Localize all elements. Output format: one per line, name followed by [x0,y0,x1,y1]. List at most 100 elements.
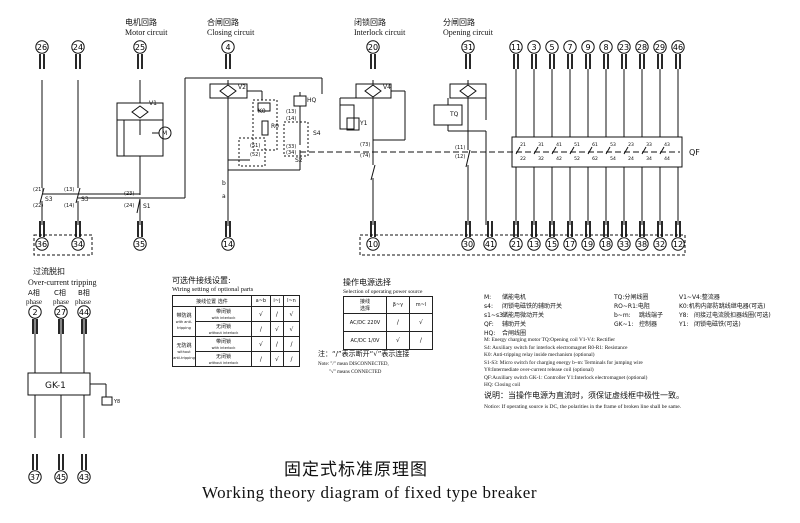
wire-code: (14) [286,116,296,122]
terminal-number: 23 [619,43,629,52]
interlock-circuit-title-cn: 闭锁回路 [354,17,386,27]
power-mark: √ [386,331,410,350]
terminal-number: 29 [655,43,665,52]
terminal-pin: 25 [133,40,147,69]
wire-code: (12) [455,154,465,160]
legend-cn-cell: Y8: [679,312,689,319]
wire-code: (22) [33,203,43,209]
motor-circuit-title-en: Motor circuit [125,28,168,37]
qf-switch-blade [605,146,611,155]
terminal-number: 32 [655,240,665,249]
wiring-mark: / [250,321,271,337]
qf-contact-bottom: 62 [592,156,598,162]
legend-cn-cell: RO~R1:电阻 [614,303,650,310]
terminal-number: 27 [56,308,66,317]
qf-switch-blade [623,146,629,155]
qf-contact-bottom: 52 [574,156,580,162]
power-mark: / [386,313,410,332]
note-en-1: Note: "/" mean DISCONNECTED, [318,362,389,367]
s4-label: S4 [313,130,321,137]
legend-cn-cell: s1~s3: [484,312,505,319]
y1-label: Y1 [359,120,368,127]
terminal-pin: 27 [54,305,68,334]
terminal-number: 19 [583,240,593,249]
wiring-mark: / [269,336,284,352]
terminal-number: 4 [225,43,230,52]
legend-cn-cell: b~m: [614,312,631,319]
phase-word: phase [26,298,42,306]
terminal-pin: 7 [563,40,577,69]
terminal-pin: 2 [28,305,42,334]
terminal-circle [599,237,613,251]
legend-cn-row: HQ:合闸线圈 [484,329,794,338]
wire-code: (34) [286,150,296,156]
terminal-pin: 44 [77,305,91,334]
terminal-number: 28 [637,43,647,52]
terminal-circle [366,237,380,251]
legend-cn-cell: 合闸线圈 [502,330,527,337]
terminal-pin: 17 [563,221,577,251]
terminal-number: 26 [37,43,47,52]
terminal-circle [221,40,235,54]
legend-cn-row: s4: 闭锁电磁铁的辅助开关 RO~R1:电阻 K0:机构内部防跳线继电器(可选) [484,302,794,311]
opening-circuit-title-en: Opening circuit [443,28,494,37]
legend-cn-cell: M: [484,294,492,301]
note-cn: 注：“/”表示断开“√”表示连接 [318,350,410,358]
terminal-number: 3 [531,43,536,52]
legend-cn-cell: 间接过电流脱扣器线圈(可选) [694,312,771,319]
legend-cn-cell: s4: [484,303,493,310]
terminal-pin: 8 [599,40,613,69]
terminal-pin: 26 [35,40,49,69]
qf-contact-bottom: 34 [646,156,652,162]
terminal-pin: 4 [221,40,235,69]
terminal-circle [635,237,649,251]
wire-code: (13) [64,187,74,193]
legend-cn-cell: 储能用微动开关 [502,312,545,319]
wiring-mark: / [269,306,284,322]
terminal-circle [54,470,68,484]
optional-header-left: 接线位置 选件 [172,295,252,307]
wire-code: (33) [286,144,296,150]
s3-label-2: S3 [81,196,89,203]
terminal-circle [509,40,523,54]
wiring-mark: √ [282,306,301,322]
legend-en-line: K0: Anti-tripping relay inside mechanism… [484,352,595,358]
terminal-pin: 11 [509,40,523,69]
k0-label: K0 [258,108,266,115]
terminal-number: 20 [368,43,378,52]
terminal-circle [28,470,42,484]
legend-cn-cell: 闭锁电磁铁的辅助开关 [502,303,563,310]
phase-b-label: B相 [78,289,90,297]
dc-note-en: Notice: If operating source is DC, the p… [484,404,682,410]
terminal-circle [527,237,541,251]
qf-contact-bottom: 32 [538,156,544,162]
motor-label: M [162,130,167,137]
qf-contact-top: 53 [610,142,616,148]
terminal-circle [527,40,541,54]
terminal-circle [77,305,91,319]
wire-code: (11) [455,145,465,151]
terminal-circle [545,40,559,54]
terminal-pin: 10 [366,221,380,251]
phase-c-label: C相 [54,289,66,297]
terminal-pin: 18 [599,221,613,251]
legend-cn-cell: K0:机构内部防跳线继电器(可选) [679,303,766,310]
wire-code: (21) [33,187,43,193]
terminal-circle [28,305,42,319]
qf-switch-blade [533,146,539,155]
qf-contact-bottom: 22 [520,156,526,162]
qf-label: QF [689,148,700,157]
qf-switch-blade [641,146,647,155]
qf-contact-bottom: 42 [556,156,562,162]
qf-contact-top: 23 [628,142,634,148]
power-header-left: 接线选择 [343,296,387,314]
terminal-number: 13 [529,240,539,249]
qf-contact-top: 31 [538,142,544,148]
